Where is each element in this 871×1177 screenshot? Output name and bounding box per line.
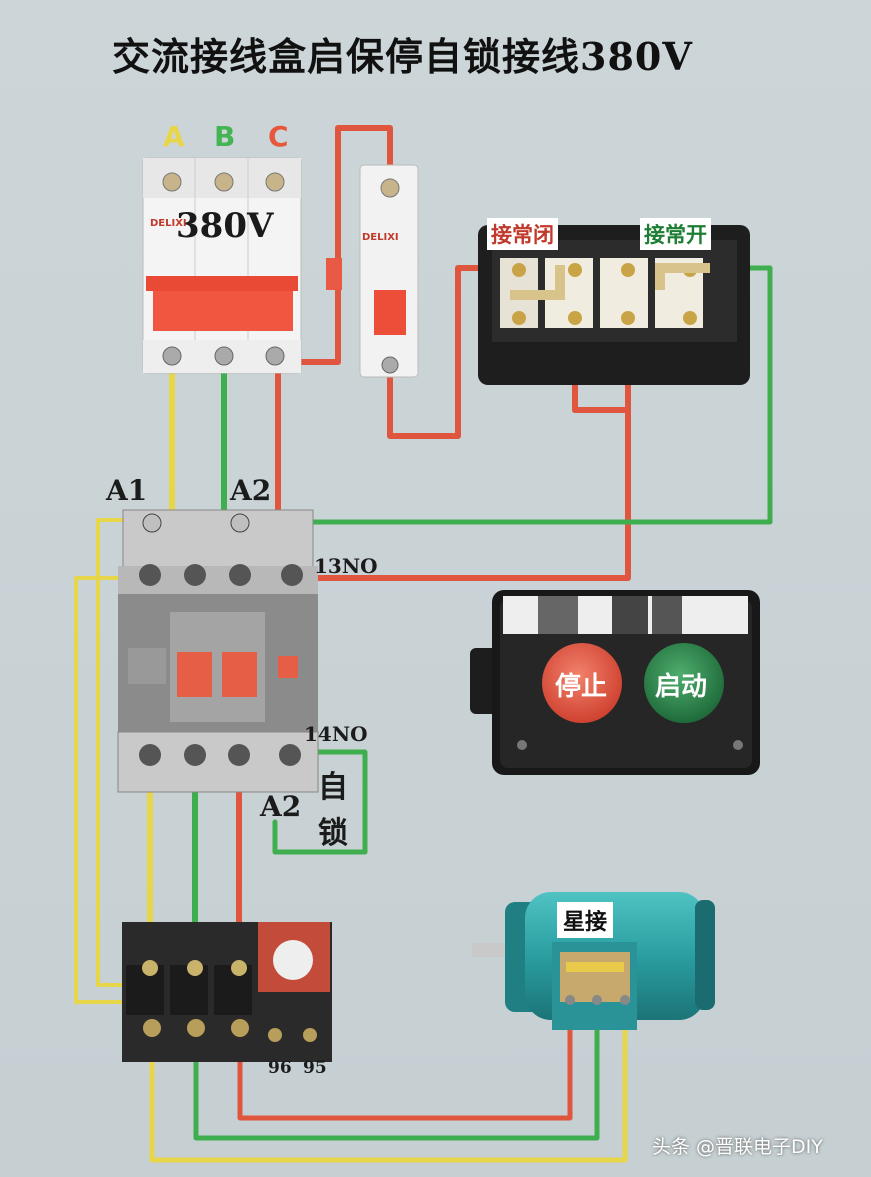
switch-base [478,225,750,385]
wire-phase-a-motor [149,997,628,1163]
terminal-96-label: 96 [268,1058,292,1078]
self-lock-label-1: 自 [318,770,348,805]
wire-phase-b-motor [193,997,600,1141]
wire-green-self-lock [272,749,368,855]
aux-13no-label: 13NO [314,554,378,578]
nc-contact-label: 接常闭 [487,218,558,250]
main-breaker [142,157,302,374]
contactor [117,509,319,793]
aux-14no-label: 14NO [304,722,368,746]
stop-button-label: 停止 [555,672,608,702]
watermark: 头条 @晋联电子DIY [652,1136,823,1158]
thermal-relay [122,922,332,1062]
star-connection-label: 星接 [557,902,614,938]
coil-a1-label: A1 [106,474,148,507]
phase-label-b: B [214,120,236,153]
control-breaker [326,164,419,378]
start-button-label: 启动 [655,672,708,702]
self-lock-label-2: 锁 [318,816,348,851]
breaker-brand: DELIXI [150,218,187,229]
breaker-voltage-label: 380V [176,206,274,246]
terminal-95-label: 95 [303,1058,327,1078]
coil-a2-label: A2 [230,474,272,507]
control-breaker-brand: DELIXI [362,232,399,243]
diagram-title: 交流接线盒启保停自锁接线380V [112,34,693,79]
no-contact-label: 接常开 [640,218,711,250]
lower-a2-label: A2 [260,790,302,823]
button-box [470,590,760,775]
phase-label-a: A [163,120,185,153]
phase-label-c: C [268,120,289,153]
wire-phase-c-motor [237,997,573,1121]
